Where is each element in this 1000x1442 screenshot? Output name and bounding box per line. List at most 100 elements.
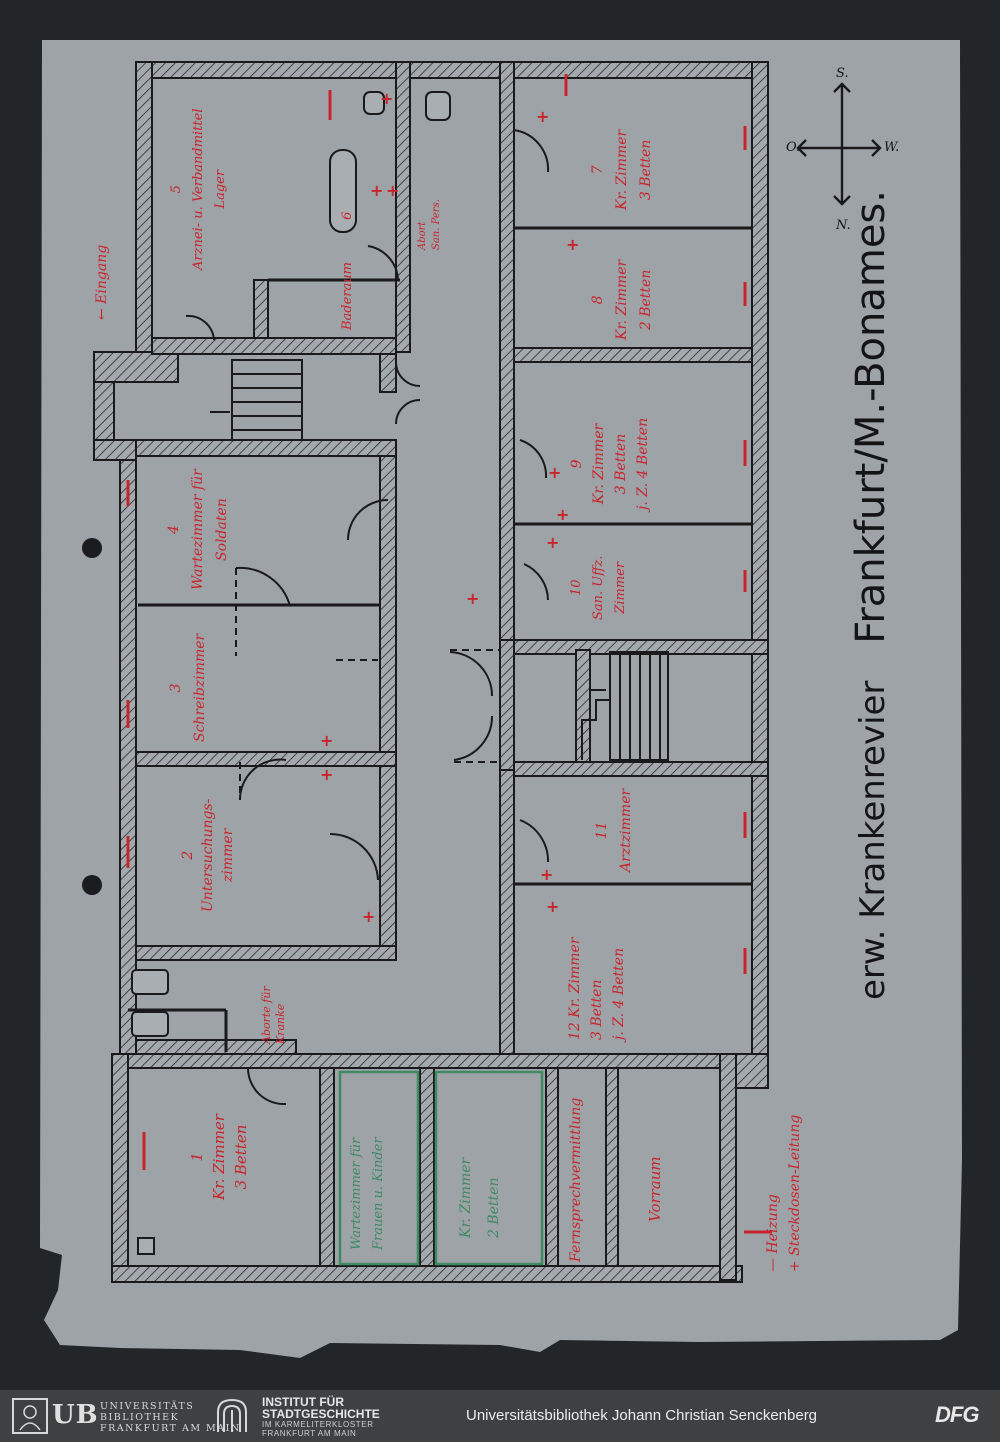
partitions	[128, 226, 752, 1052]
sickroom-green-line2: 2 Betten	[486, 1177, 502, 1238]
stair-left	[210, 359, 303, 441]
room-5-label: 5 Arznei- u. Verbandmittel Lager	[166, 109, 232, 271]
punch-hole	[82, 875, 102, 895]
room-10-line1: San. Uffz.	[591, 555, 606, 620]
compass-south: S.	[836, 66, 849, 81]
room-3-line1: Schreibzimmer	[192, 633, 208, 742]
room-10-label: 10 San. Uffz. Zimmer	[566, 556, 632, 620]
waiting-room-line2: Frauen u. Kinder	[371, 1137, 386, 1250]
svg-text:+: +	[566, 235, 579, 254]
ub-text: UNIVERSITÄTS BIBLIOTHEK FRANKFURT AM MAI…	[100, 1401, 241, 1434]
room-4-num: 4	[166, 525, 182, 535]
room-10-num: 10	[569, 579, 584, 597]
svg-text:+: +	[546, 897, 559, 916]
anteroom-label: Vorraum	[646, 1156, 664, 1222]
room-6-line1: Baderaum	[340, 262, 355, 330]
svg-text:+: +	[362, 907, 375, 926]
room-6-label: Baderaum 6	[340, 212, 355, 330]
walls	[93, 61, 769, 1283]
svg-text:+: +	[548, 463, 561, 482]
room-2-num: 2	[180, 850, 196, 860]
room-9-label: 9 Kr. Zimmer 3 Betten j. Z. 4 Betten	[566, 418, 654, 510]
room-2-label: 2 Untersuchungs- zimmer	[178, 799, 238, 912]
room-7-num: 7	[590, 165, 606, 175]
room-9-line2: 3 Betten	[613, 433, 629, 495]
doors	[185, 129, 550, 1106]
socket-marks: +++ +++ +++ +++ ++	[320, 89, 579, 926]
room-4-label: 4 Wartezimmer für Soldaten	[162, 469, 234, 590]
entrance-label: ← Eingang	[94, 244, 110, 320]
dfg-logo: DFG	[935, 1402, 979, 1427]
waiting-room-line1: Wartezimmer für	[349, 1137, 364, 1250]
compass-north: N.	[836, 218, 851, 233]
compass-east: O.	[786, 140, 801, 155]
sickroom-green-line1: Kr. Zimmer	[458, 1157, 474, 1238]
sickroom-green-label: Kr. Zimmer 2 Betten	[452, 1158, 508, 1238]
ub-line3: FRANKFURT AM MAIN	[100, 1423, 241, 1434]
svg-text:+: +	[536, 107, 549, 126]
room-11-num: 11	[594, 821, 610, 840]
room-1-line1: Kr. Zimmer	[210, 1114, 228, 1200]
wc-line2: Kranke	[274, 1003, 287, 1044]
footer-bar: UB UNIVERSITÄTS BIBLIOTHEK FRANKFURT AM …	[0, 1390, 1000, 1442]
room-8-num: 8	[590, 295, 606, 305]
room-3-num: 3	[168, 683, 184, 693]
stair-right	[581, 651, 669, 761]
fixtures	[131, 91, 451, 1255]
room-9-line1: Kr. Zimmer	[591, 423, 607, 505]
green-frames	[338, 1070, 544, 1266]
isg-line3: IM KARMELITERKLOSTER	[262, 1420, 374, 1429]
legend-sockets: + Steckdosen-Leitung	[787, 1114, 803, 1272]
room-12-num: 12	[567, 1022, 583, 1040]
ub-line2: BIBLIOTHEK	[100, 1412, 180, 1423]
room-6-num: 6	[340, 211, 355, 220]
room-4-line1: Wartezimmer für	[190, 469, 206, 590]
isg-text: INSTITUT FÜR STADTGESCHICHTE IM KARMELIT…	[262, 1396, 380, 1438]
isg-line2: STADTGESCHICHTE	[262, 1407, 380, 1421]
compass-west: W.	[884, 140, 900, 155]
svg-text:+: +	[540, 865, 553, 884]
dashed-openings	[235, 568, 500, 800]
room-4-line2: Soldaten	[214, 498, 230, 561]
room-5-line2: Lager	[213, 169, 228, 209]
room-5-line1: Arznei- u. Verbandmittel	[191, 108, 206, 271]
compass-rose	[796, 82, 882, 206]
room-11-line1: Arztzimmer	[618, 788, 634, 872]
isg-line1: INSTITUT FÜR	[262, 1395, 344, 1409]
entrance-text: Eingang	[94, 244, 110, 304]
room-6b-label: Abort San. Pers.	[416, 199, 444, 250]
punch-hole	[82, 538, 102, 558]
svg-text:+: +	[466, 589, 479, 608]
svg-text:+: +	[320, 765, 333, 784]
room-6b-line2: San. Pers.	[431, 199, 442, 250]
room-8-line1: Kr. Zimmer	[614, 259, 630, 340]
room-10-line2: Zimmer	[613, 561, 628, 614]
svg-text:+: +	[546, 533, 559, 552]
room-12-label: 12 Kr. Zimmer 3 Betten j. Z. 4 Betten	[564, 937, 630, 1040]
title-prefix: erw. Krankenrevier	[853, 680, 893, 1000]
room-11-label: 11 Arztzimmer	[590, 789, 638, 872]
heating-marks	[126, 74, 772, 1234]
room-8-label: 8 Kr. Zimmer 2 Betten	[586, 260, 658, 340]
room-8-line2: 2 Betten	[638, 269, 654, 331]
room-7-label: 7 Kr. Zimmer 3 Betten	[586, 130, 658, 210]
room-1-label: 1 Kr. Zimmer 3 Betten	[186, 1114, 252, 1200]
isg-arch-logo	[217, 1398, 247, 1432]
room-7-line1: Kr. Zimmer	[614, 129, 630, 210]
isg-line4: FRANKFURT AM MAIN	[262, 1429, 357, 1438]
title: erw. Krankenrevier Frankfurt/M.-Bonames.	[848, 190, 894, 1000]
room-5-num: 5	[169, 185, 184, 194]
legend: — Heizung + Steckdosen-Leitung	[762, 1115, 806, 1272]
ub-mark: UB	[52, 1400, 99, 1430]
scanned-sheet: +++ +++ +++ +++ ++ erw. Krankenrevier Fr…	[40, 40, 962, 1358]
waiting-room-label: Wartezimmer für Frauen u. Kinder	[346, 1137, 390, 1250]
wc-line1: Aborte für	[260, 986, 273, 1044]
ub-portrait-logo	[12, 1398, 48, 1434]
room-12-line1: Kr. Zimmer	[567, 937, 583, 1018]
wc-label: Aborte für Kranke	[260, 986, 288, 1044]
room-2-line2: zimmer	[220, 828, 236, 882]
svg-text:+: +	[370, 181, 383, 200]
svg-text:+: +	[556, 505, 569, 524]
title-place: Frankfurt/M.-Bonames.	[848, 190, 894, 644]
svg-text:+: +	[320, 731, 333, 750]
